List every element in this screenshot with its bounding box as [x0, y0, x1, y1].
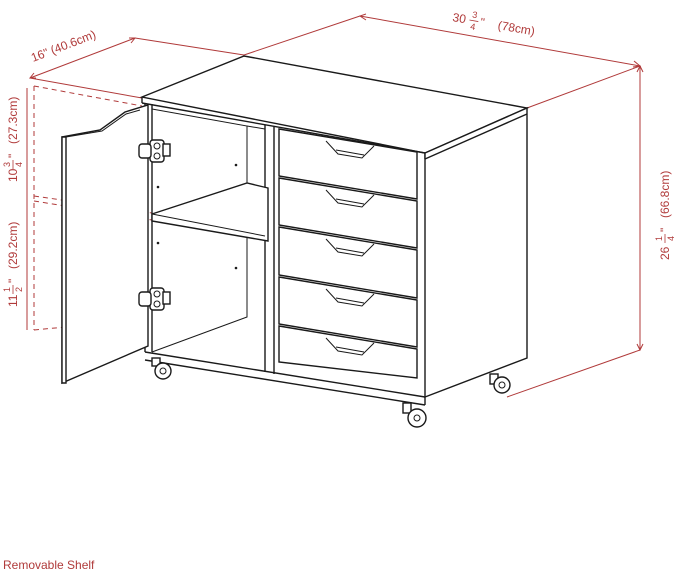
svg-text:": " — [6, 279, 20, 283]
svg-text:": " — [6, 154, 20, 158]
drawer-3[interactable] — [278, 226, 418, 299]
drawer-5[interactable] — [278, 325, 418, 379]
svg-text:10: 10 — [6, 168, 20, 182]
upper-hinge-icon — [138, 139, 171, 163]
drawer-2[interactable] — [278, 177, 418, 249]
svg-text:26: 26 — [658, 246, 672, 260]
svg-text:4: 4 — [666, 236, 676, 241]
svg-text:(78cm): (78cm) — [497, 18, 536, 38]
depth-dimension-label: 16" (40.6cm) — [29, 27, 98, 65]
lower-opening-dimension-label: 11 1 2 " (29.2cm) — [2, 222, 24, 307]
svg-text:(29.2cm): (29.2cm) — [6, 222, 20, 269]
caster-front-left-icon — [151, 357, 172, 380]
removable-shelf-caption: Removable Shelf — [3, 558, 95, 572]
svg-text:4: 4 — [14, 162, 24, 167]
removable-shelf — [151, 182, 269, 242]
svg-text:(27.3cm): (27.3cm) — [6, 97, 20, 144]
upper-opening-dimension-label: 10 3 4 " (27.3cm) — [2, 97, 24, 182]
drawer-1[interactable] — [278, 128, 418, 200]
svg-text:4: 4 — [469, 21, 476, 32]
svg-text:1: 1 — [2, 287, 12, 292]
svg-text:1: 1 — [654, 236, 664, 241]
svg-text:(66.8cm): (66.8cm) — [658, 171, 672, 218]
svg-text:3: 3 — [472, 10, 479, 21]
cabinet-body — [139, 55, 530, 406]
lower-hinge-icon — [138, 287, 171, 311]
height-dimension-label: 26 1 4 " (66.8cm) — [654, 171, 676, 260]
cabinet-door[interactable] — [61, 104, 149, 385]
svg-text:30: 30 — [451, 10, 467, 26]
drawer-4[interactable] — [278, 276, 418, 348]
width-dimension-label: 30 3 4 " (78cm) — [451, 10, 536, 39]
svg-text:": " — [479, 15, 486, 30]
svg-text:3: 3 — [2, 162, 12, 167]
svg-text:11: 11 — [6, 294, 20, 307]
svg-text:2: 2 — [14, 287, 24, 292]
svg-text:": " — [658, 228, 672, 232]
caster-front-right-icon — [402, 402, 427, 428]
caster-back-right-icon — [489, 373, 511, 394]
drawer-stack — [278, 128, 418, 379]
